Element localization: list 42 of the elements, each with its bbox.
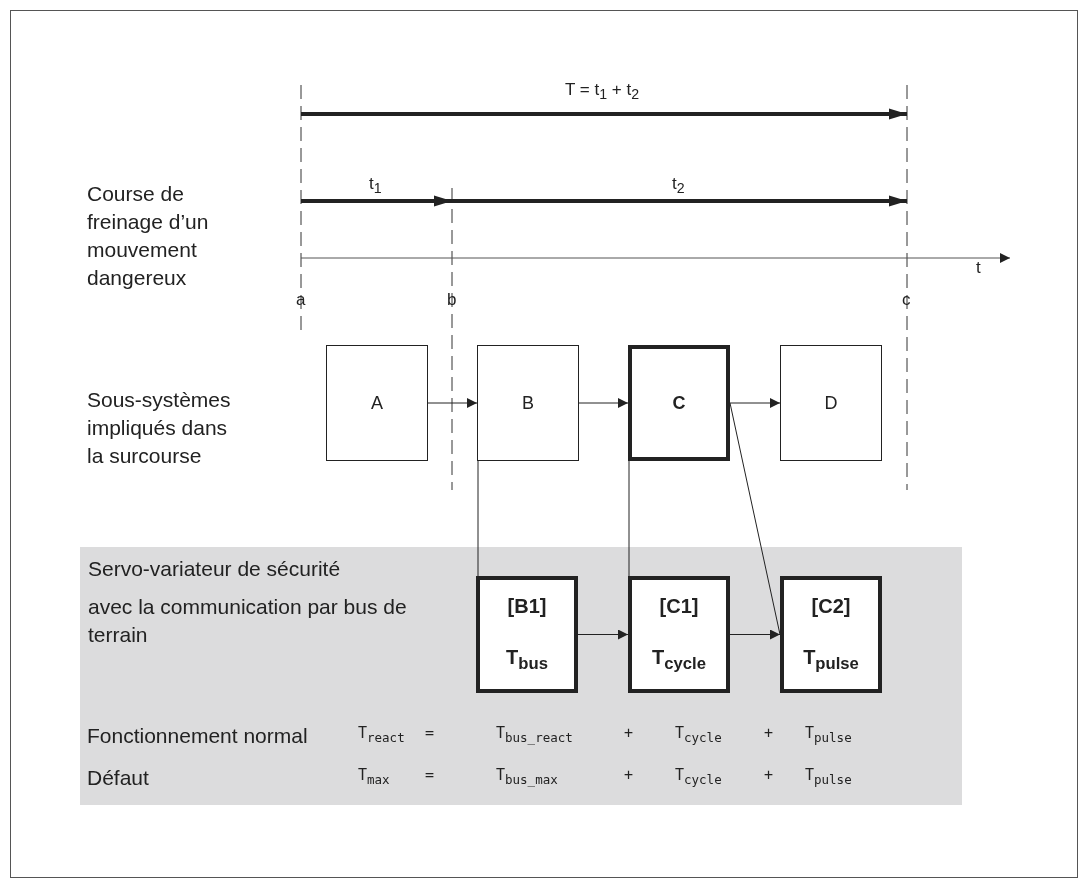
duration-label: T = t$_{1}$ + t$_{2}$ — [565, 80, 640, 103]
process-box: [B1] T$_{bus}$ — [476, 576, 578, 693]
formula-operator: + — [624, 724, 634, 742]
formula-term: T$_{pulse}$ — [805, 766, 852, 787]
panel-heading: avec la communication par bus de terrain — [88, 594, 408, 648]
process-box: C — [628, 345, 730, 461]
formula-operator: = — [425, 766, 435, 784]
formula-term: T$_{pulse}$ — [805, 724, 852, 745]
arrow — [729, 398, 781, 408]
formula-operator: + — [624, 766, 634, 784]
panel — [80, 547, 962, 805]
arrow — [729, 629, 781, 640]
panel-heading: Servo-variateur de sécurité — [88, 556, 342, 582]
formula-operator: + — [764, 766, 774, 784]
axis-label: t — [976, 258, 981, 278]
duration-label: t$_{1}$ — [369, 174, 382, 197]
row-label: Fonctionnement normal — [87, 723, 308, 749]
formula-term: T$_{bus_max}$ — [496, 766, 558, 787]
formula-term: T$_{max}$ — [358, 766, 390, 787]
process-box: [C1] T$_{cycle}$ — [628, 576, 730, 693]
arrow — [577, 629, 629, 640]
duration-label: t$_{2}$ — [672, 174, 685, 197]
connector-line — [477, 460, 479, 577]
point-label: a — [296, 290, 306, 310]
arrow — [427, 398, 478, 408]
row-label: Sous-systèmes impliqués dans la surcourse — [87, 387, 232, 469]
process-box: A — [326, 345, 428, 461]
arrow — [578, 398, 629, 408]
process-box: B — [477, 345, 579, 461]
formula-operator: = — [425, 724, 435, 742]
row-label: Course de freinage d’un mouvement dangereux — [87, 181, 210, 291]
process-box: [C2] T$_{pulse}$ — [780, 576, 882, 693]
formula-term: T$_{react}$ — [358, 724, 405, 745]
point-label: c — [902, 290, 911, 310]
formula-operator: + — [764, 724, 774, 742]
point-label: b — [447, 290, 457, 310]
formula-term: T$_{cycle}$ — [675, 766, 722, 787]
process-box: D — [780, 345, 882, 461]
row-label: Défaut — [87, 765, 149, 791]
formula-term: T$_{bus_react}$ — [496, 724, 573, 745]
connector-line — [628, 460, 630, 577]
formula-term: T$_{cycle}$ — [675, 724, 722, 745]
